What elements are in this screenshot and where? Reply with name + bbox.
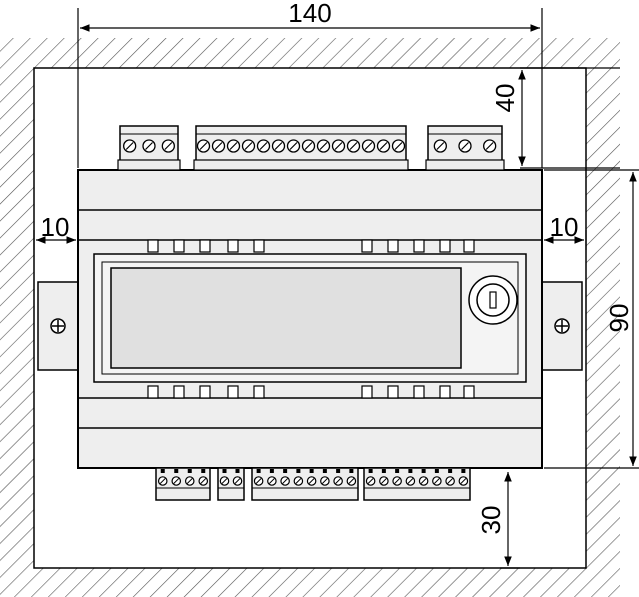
terminal-tab: [296, 469, 301, 473]
key-button: [468, 275, 518, 325]
terminal-tab: [283, 469, 288, 473]
terminal-block-bottom: [217, 467, 245, 501]
terminal-tab: [408, 469, 413, 473]
terminal-tab: [434, 469, 439, 473]
vent-slot-bottom: [173, 385, 185, 399]
terminal-tab: [448, 469, 453, 473]
vent-slot-bottom: [147, 385, 159, 399]
terminal-block-top: [425, 125, 505, 171]
terminal-tab: [187, 469, 192, 473]
terminal-blocks-bottom: [155, 467, 471, 501]
terminal-block-bottom: [155, 467, 211, 501]
vent-slot-top: [413, 239, 425, 253]
vent-slots-bottom: [147, 385, 475, 399]
terminal-tab: [395, 469, 400, 473]
terminal-block-bottom: [251, 467, 359, 501]
din-rail-right: [541, 281, 583, 371]
vent-slot-bottom: [227, 385, 239, 399]
terminal-tab: [336, 469, 341, 473]
din-rail-left: [37, 281, 79, 371]
terminal-tab: [349, 469, 354, 473]
terminal-tab: [322, 469, 327, 473]
terminal-tab: [269, 469, 274, 473]
vent-slot-top: [173, 239, 185, 253]
vent-slot-top: [387, 239, 399, 253]
vent-slot-top: [253, 239, 265, 253]
display-window: [110, 267, 462, 369]
terminal-tab: [309, 469, 314, 473]
dim-clearance-bottom: 30: [476, 506, 506, 535]
terminal-tab: [256, 469, 261, 473]
dimension-lines: [33, 8, 639, 569]
vent-slot-bottom: [199, 385, 211, 399]
vent-slot-top: [147, 239, 159, 253]
vent-slot-bottom: [463, 385, 475, 399]
vent-slot-bottom: [413, 385, 425, 399]
terminal-tab: [201, 469, 206, 473]
terminal-tab: [235, 469, 240, 473]
vent-slot-top: [463, 239, 475, 253]
terminal-block-bottom: [363, 467, 471, 501]
terminal-tab: [174, 469, 179, 473]
vent-slot-bottom: [361, 385, 373, 399]
vent-slot-bottom: [439, 385, 451, 399]
dim-clearance-top: 40: [490, 84, 520, 113]
vent-slot-top: [199, 239, 211, 253]
terminal-blocks-top: [117, 125, 505, 171]
terminal-block-top: [117, 125, 181, 171]
terminal-block-top: [193, 125, 409, 171]
terminal-tab: [222, 469, 227, 473]
dim-clearance-right: 10: [550, 212, 579, 242]
dim-height-total: 90: [604, 304, 634, 333]
terminal-tab: [160, 469, 165, 473]
vent-slots-top: [147, 239, 475, 253]
dim-width-total: 140: [288, 0, 331, 28]
vent-slot-bottom: [387, 385, 399, 399]
terminal-tab: [368, 469, 373, 473]
vent-slot-top: [227, 239, 239, 253]
vent-slot-top: [439, 239, 451, 253]
terminal-tab: [421, 469, 426, 473]
vent-slot-bottom: [253, 385, 265, 399]
dim-clearance-left: 10: [41, 212, 70, 242]
vent-slot-top: [361, 239, 373, 253]
terminal-tab: [381, 469, 386, 473]
terminal-tab: [461, 469, 466, 473]
